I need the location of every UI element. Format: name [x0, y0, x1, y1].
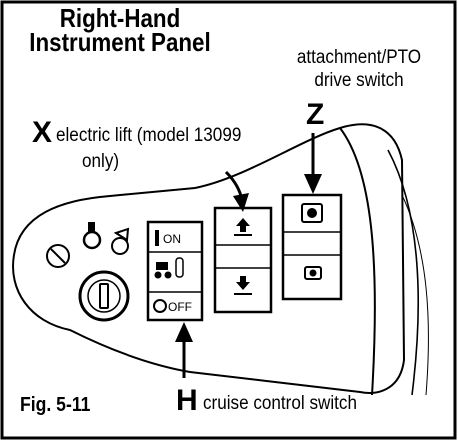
panel-edge-right-2 [387, 149, 419, 396]
ignition-key-switch [78, 270, 130, 322]
callout-x-line-1: electric lift (model 13099 [56, 125, 242, 146]
cruise-control-switch [146, 220, 204, 322]
switch-on-label: ON [163, 232, 181, 246]
attachment-line-1: attachment/PTO [296, 47, 422, 68]
callout-h-text: cruise control switch [203, 393, 357, 414]
electric-lift-switch [213, 206, 273, 314]
attachment-line-2: drive switch [314, 70, 404, 91]
callout-letter-z: Z [306, 98, 325, 131]
arrow-h [175, 322, 193, 378]
panel-edge-right-1 [339, 127, 376, 396]
page-title: Right-Hand Instrument Panel [17, 3, 223, 57]
panel-outline [12, 123, 406, 394]
attachment-callout: attachment/PTO drive switch [277, 46, 441, 92]
title-line-1: Right-Hand [59, 3, 181, 33]
panel-edge-right-3 [401, 194, 429, 396]
callout-x-line-2: only) [82, 151, 120, 172]
attachment-pto-switch [281, 193, 343, 301]
callout-letter-h: H [176, 384, 198, 417]
figure-number: Fig. 5-11 [20, 394, 91, 416]
switch-off-label: OFF [168, 300, 192, 314]
callout-letter-x: X [32, 116, 53, 149]
arrow-z [304, 133, 322, 194]
title-line-2: Instrument Panel [29, 27, 211, 57]
ignition-symbols-icon [46, 222, 130, 268]
arrow-x [224, 170, 249, 212]
